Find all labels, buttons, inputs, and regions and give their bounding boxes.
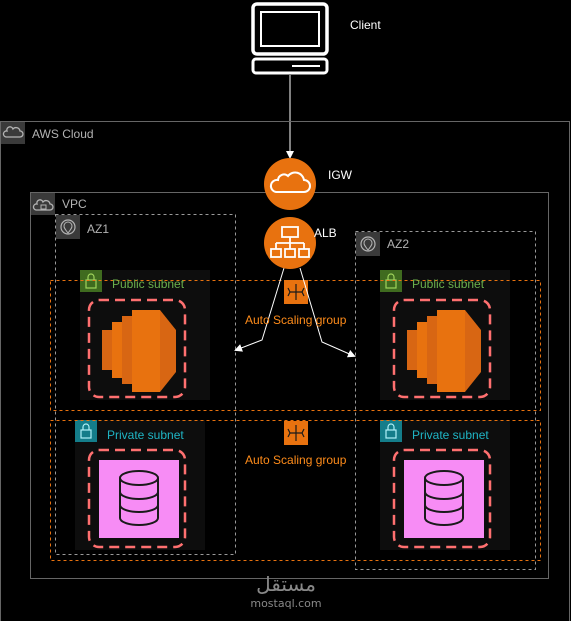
ec2-compute-icon — [102, 310, 176, 392]
alb-label: ALB — [314, 226, 337, 240]
database-icon — [99, 460, 179, 538]
auto-scaling-group-public-label: Auto Scaling group — [245, 313, 347, 327]
ec2-instance-2-frame — [392, 298, 492, 399]
public-subnet-2-label: Public subnet — [412, 277, 485, 291]
cloud-group-icon — [1, 122, 25, 144]
auto-scaling-group-private — [50, 420, 541, 561]
watermark-logo-arabic: مستقل — [256, 572, 316, 596]
private-subnet-lock-icon — [380, 420, 402, 442]
az1-label: AZ1 — [87, 222, 110, 236]
auto-scaling-icon — [284, 280, 308, 304]
database-icon — [404, 460, 484, 538]
az2-label: AZ2 — [387, 237, 410, 251]
vpc-icon — [31, 193, 55, 215]
az1-group — [55, 214, 236, 555]
auto-scaling-group-public — [50, 280, 541, 411]
database-2-frame — [392, 448, 492, 549]
database-1-frame — [87, 448, 187, 549]
aws-cloud-label: AWS Cloud — [32, 127, 94, 141]
watermark-url: mostaql.com — [250, 597, 322, 610]
internet-gateway-icon — [264, 158, 316, 210]
auto-scaling-group-private-label: Auto Scaling group — [245, 453, 347, 467]
public-subnet-lock-icon — [80, 270, 102, 292]
az2-group — [355, 231, 536, 570]
private-subnet-lock-icon — [75, 420, 97, 442]
ec2-instance-1-frame — [87, 298, 187, 399]
igw-label: IGW — [328, 168, 352, 182]
private-subnet-2-label: Private subnet — [412, 428, 489, 442]
auto-scaling-icon — [284, 421, 308, 445]
client-computer-icon — [251, 2, 329, 75]
public-subnet-1-label: Public subnet — [112, 277, 185, 291]
ec2-compute-icon — [407, 310, 481, 392]
alb-to-az1-connector — [234, 267, 285, 352]
public-subnet-lock-icon — [380, 270, 402, 292]
location-pin-icon — [356, 232, 380, 256]
private-subnet-1-label: Private subnet — [107, 428, 184, 442]
alb-to-az2-connector — [299, 267, 356, 358]
client-label: Client — [350, 18, 381, 32]
load-balancer-icon — [264, 217, 316, 269]
vpc-label: VPC — [62, 197, 87, 211]
location-pin-icon — [56, 215, 80, 239]
aws-cloud-group — [0, 121, 570, 621]
